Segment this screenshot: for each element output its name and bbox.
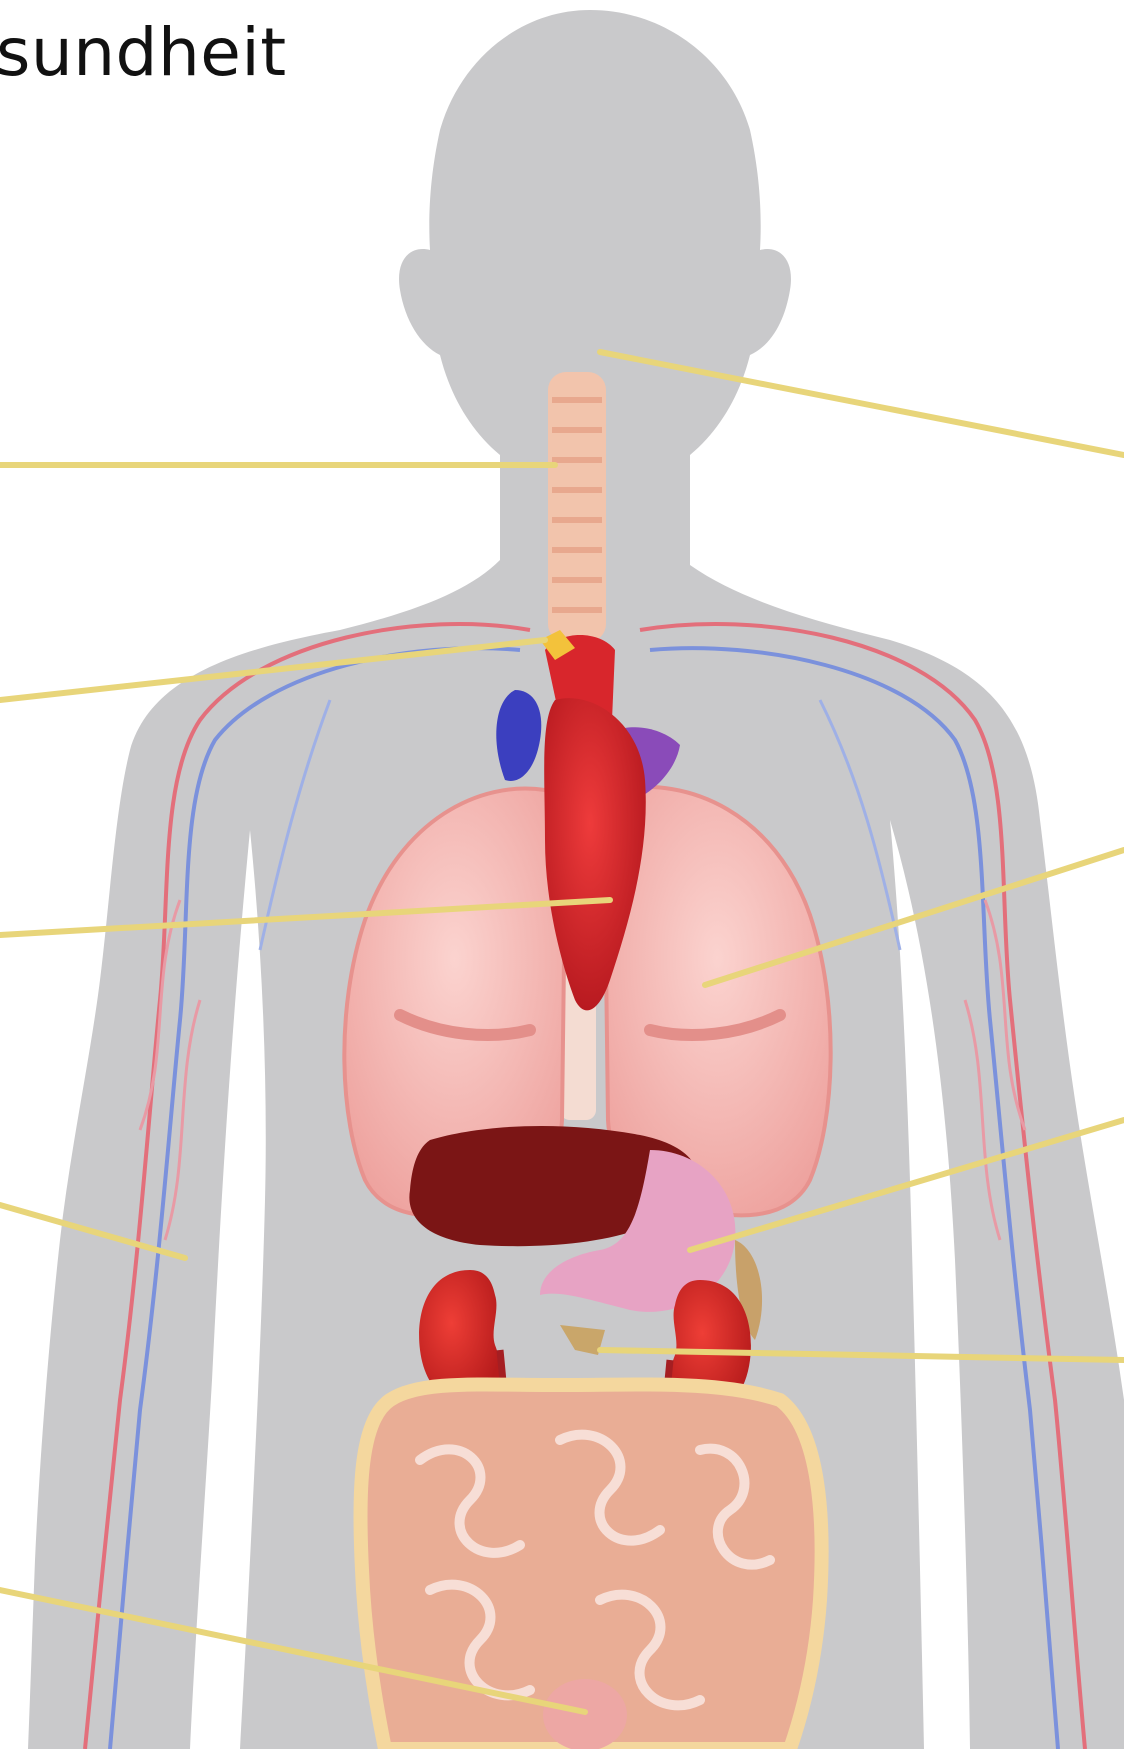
page-title: sundheit: [0, 20, 287, 86]
